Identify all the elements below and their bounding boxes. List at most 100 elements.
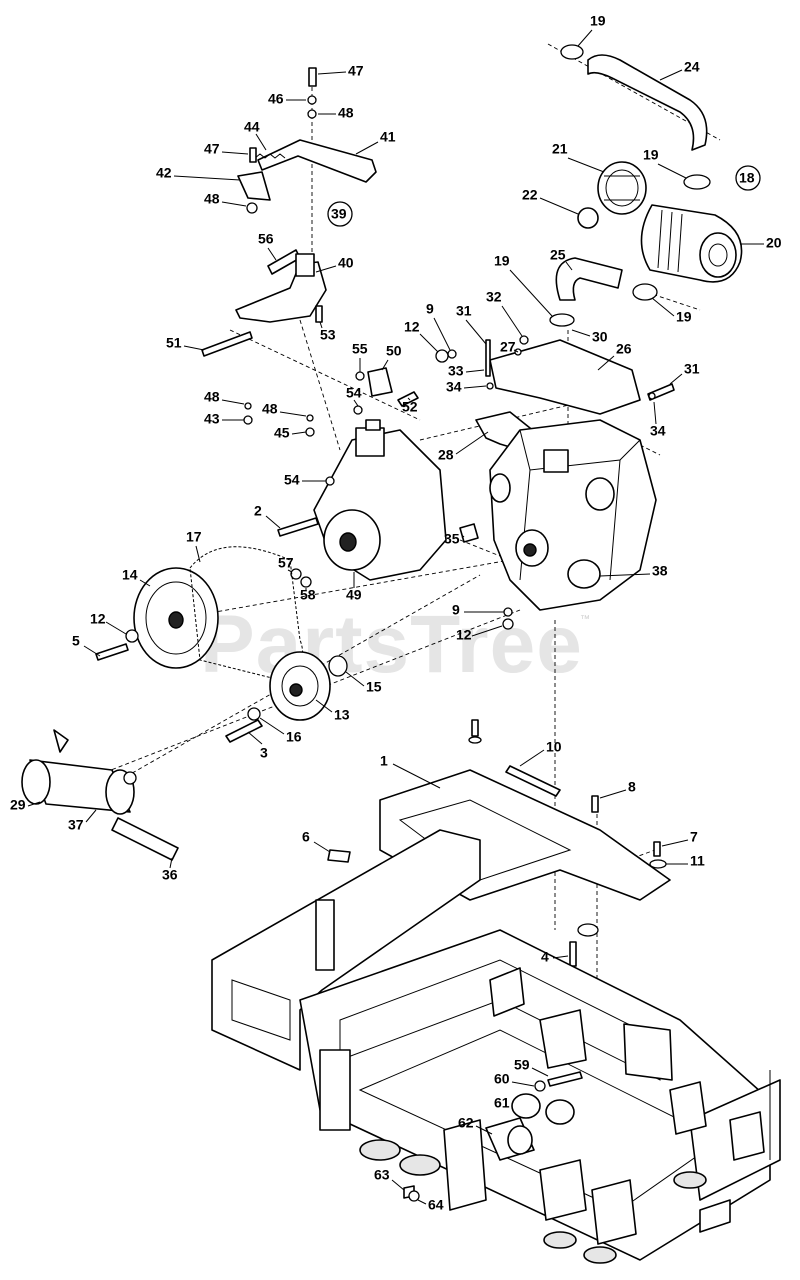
- callout-44: 44: [244, 119, 260, 135]
- callout-45: 45: [274, 425, 290, 441]
- callout-41: 41: [380, 129, 396, 145]
- engine-group: [435, 335, 675, 630]
- elbow-hose-25: [555, 257, 623, 301]
- callout-12c: 12: [90, 611, 106, 627]
- bolt-31a: [485, 339, 491, 377]
- callout-29: 29: [10, 797, 26, 813]
- frame-left-panel: [211, 829, 481, 1071]
- bolt-52: [397, 391, 419, 407]
- callout-19d: 19: [676, 309, 692, 325]
- bolt-8: [591, 795, 599, 813]
- washer-11: [649, 859, 667, 869]
- fitting-58: [300, 576, 312, 588]
- callout-36: 36: [162, 867, 178, 883]
- washer-16: [247, 707, 261, 721]
- pulley-14: [133, 567, 219, 669]
- tailpipe-36: [111, 817, 179, 861]
- callout-48b: 48: [204, 191, 220, 207]
- hose-clamp-19b: [683, 174, 711, 190]
- frame-main: [299, 929, 771, 1261]
- muffler-group: [21, 729, 179, 861]
- callout-6: 6: [302, 829, 310, 845]
- washer-12b: [502, 618, 514, 630]
- callout-25: 25: [550, 247, 566, 263]
- tow-tube: [699, 1199, 731, 1233]
- bolt-2: [277, 517, 319, 537]
- air-cleaner-20: [640, 204, 743, 283]
- lever-plate: [295, 253, 315, 277]
- ref-18-label: 18: [739, 170, 755, 186]
- washer-54a: [353, 405, 363, 415]
- ref-39-label: 39: [331, 206, 347, 222]
- callout-60: 60: [494, 1071, 510, 1087]
- callout-15: 15: [366, 679, 382, 695]
- frame-gusset-e: [591, 1179, 637, 1245]
- callout-12b: 12: [456, 627, 472, 643]
- spring-10: [505, 765, 561, 797]
- callout-38: 38: [652, 563, 668, 579]
- washer-45: [305, 427, 315, 437]
- engine-top-block: [543, 449, 569, 473]
- callout-27: 27: [500, 339, 516, 355]
- fitting-57: [290, 568, 302, 580]
- nut-48b: [246, 202, 258, 214]
- watermark-text: PartsTree: [200, 599, 583, 690]
- pump-top-fitting: [365, 419, 381, 431]
- washer-small: [468, 736, 482, 744]
- nut-48c: [244, 402, 252, 410]
- clamp-29: [123, 771, 137, 785]
- washer-34a: [486, 382, 494, 390]
- spacer-15: [328, 655, 348, 677]
- ref-circle-18: [735, 165, 761, 191]
- callout-34a: 34: [446, 379, 462, 395]
- bolt-3: [225, 719, 263, 743]
- bolt-51: [201, 331, 253, 357]
- washer-34b: [648, 392, 656, 400]
- callout-33: 33: [448, 363, 464, 379]
- drive-group: [95, 546, 348, 743]
- isolator-group: [403, 1071, 583, 1202]
- frame-group: [211, 829, 781, 1264]
- circled-references: 39 18: [327, 165, 761, 227]
- frame-gusset-c: [669, 1081, 707, 1135]
- callout-3: 3: [260, 745, 268, 761]
- callout-9b: 9: [452, 602, 460, 618]
- nut-32: [519, 335, 529, 345]
- callout-5: 5: [72, 633, 80, 649]
- plug-22: [577, 207, 599, 229]
- injection-pump-group: [243, 367, 479, 588]
- callout-19b: 19: [643, 147, 659, 163]
- ref-circle-39: [327, 201, 353, 227]
- callout-49: 49: [346, 587, 362, 603]
- callout-46: 46: [268, 91, 284, 107]
- callout-61: 61: [494, 1095, 510, 1111]
- throttle-linkage-group: [201, 67, 377, 357]
- frame-gusset-d: [539, 1159, 587, 1221]
- isolator-61b: [545, 1099, 575, 1125]
- bracket-50: [367, 367, 393, 397]
- callout-1: 1: [380, 753, 388, 769]
- intake-hose-24: [587, 54, 708, 151]
- washer-60: [534, 1080, 546, 1092]
- nut-54b: [325, 476, 335, 486]
- lever-bracket-40: [235, 261, 327, 323]
- callout-30: 30: [592, 329, 608, 345]
- callout-31b: 31: [684, 361, 700, 377]
- bolt-small: [471, 719, 479, 737]
- frame-rear-plate: [443, 1119, 487, 1211]
- frame-gusset-f: [729, 1111, 765, 1161]
- callout-12a: 12: [404, 319, 420, 335]
- callout-54a: 54: [346, 385, 362, 401]
- air-intake-group: [549, 44, 743, 327]
- bolt-4: [569, 941, 577, 967]
- callout-31a: 31: [456, 303, 472, 319]
- bolt-7: [653, 841, 661, 857]
- callout-22: 22: [522, 187, 538, 203]
- callout-10: 10: [546, 739, 562, 755]
- muffler-bracket: [53, 729, 69, 753]
- callout-52: 52: [402, 399, 418, 415]
- callout-48a: 48: [338, 105, 354, 121]
- callout-26: 26: [616, 341, 632, 357]
- bolt-59: [547, 1071, 583, 1087]
- callout-17: 17: [186, 529, 202, 545]
